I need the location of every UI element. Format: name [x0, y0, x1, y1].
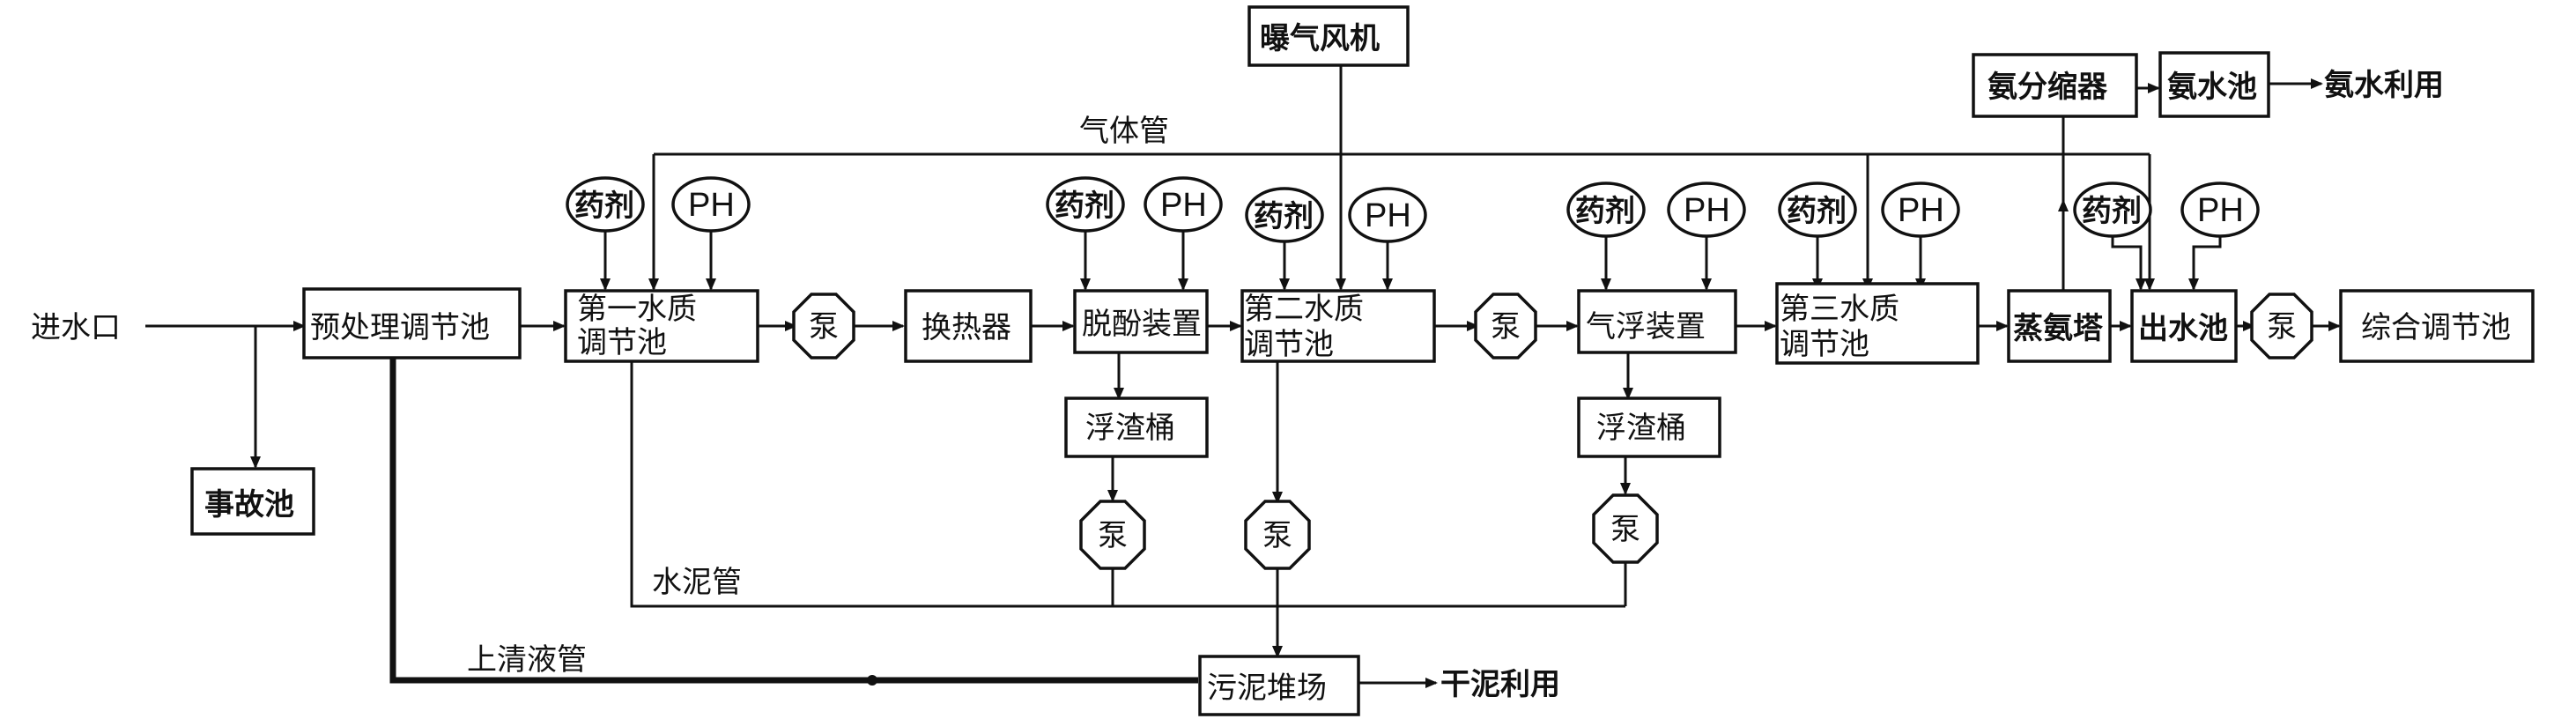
svg-text:药剂: 药剂: [1575, 194, 1635, 229]
outlet-pool-box: [2130, 289, 2238, 363]
wq3-label-1: 第三水质: [1780, 292, 1899, 327]
agent-node-3: 药剂: [1245, 187, 1324, 243]
wq2-label-1: 第二水质: [1244, 292, 1364, 327]
svg-text:泵: 泵: [1610, 512, 1640, 547]
flotation-label: 气浮装置: [1586, 309, 1706, 345]
dephenol-box: [1073, 289, 1209, 354]
dosing-nodes: 药剂 PH 药剂 PH 药剂 PH 药剂 PH 药剂 PH 药剂 PH: [566, 176, 2260, 243]
svg-text:泵: 泵: [1262, 518, 1292, 553]
heat-exchanger-box: [904, 289, 1033, 363]
ammonia-water-pool-box: [2158, 51, 2270, 118]
ph-node-3: PH: [1348, 187, 1427, 243]
pretreatment-label: 预处理调节池: [310, 310, 490, 345]
connector-lines: [145, 63, 2341, 688]
svg-text:药剂: 药剂: [2082, 194, 2142, 229]
ammonia-condenser-box: [1972, 53, 2138, 118]
svg-text:药剂: 药剂: [1055, 189, 1114, 224]
agent-node-1: 药剂: [566, 176, 645, 233]
ammonia-tower-box: [2007, 289, 2112, 363]
comprehensive-box: [2339, 289, 2535, 363]
agent-node-6: 药剂: [2073, 182, 2152, 238]
svg-text:PH: PH: [1365, 197, 1411, 234]
pump-3: 泵: [2250, 293, 2313, 360]
free-labels: 进水口 气体管 水泥管 上清液管 干泥利用 氨水利用: [31, 68, 2444, 702]
svg-text:PH: PH: [1898, 192, 1944, 229]
outlet-pool-label: 出水池: [2138, 311, 2228, 346]
svg-text:泵: 泵: [1491, 309, 1521, 345]
ammonia-tower-label: 蒸氨塔: [2013, 311, 2104, 346]
pump-1: 泵: [792, 293, 855, 360]
svg-text:PH: PH: [1160, 187, 1207, 224]
ammonia-water-pool-label: 氨水池: [2167, 70, 2257, 105]
scum-bucket-2-box: [1577, 397, 1721, 458]
wq1-label-2: 调节池: [577, 325, 667, 360]
process-boxes: 预处理调节池 事故池 第一水质 调节池 换热器 脱酚装置 第二水质 调节池 气浮…: [190, 5, 2535, 716]
scum-bucket-1-box: [1064, 397, 1209, 458]
wq3-box: [1775, 282, 1980, 365]
svg-text:药剂: 药剂: [1787, 194, 1847, 229]
ammonia-use-label: 氨水利用: [2324, 68, 2444, 103]
aeration-fan-box: [1247, 5, 1410, 67]
ph-node-2: PH: [1144, 176, 1223, 233]
pump-4: 泵: [1079, 500, 1146, 570]
ph-node-5: PH: [1881, 182, 1960, 238]
wq2-label-2: 调节池: [1244, 327, 1334, 362]
gas-pipe-label: 气体管: [1079, 114, 1169, 149]
accident-pool-label: 事故池: [204, 487, 294, 523]
pretreatment-box: [302, 287, 522, 360]
dry-sludge-label: 干泥利用: [1440, 667, 1560, 702]
svg-text:PH: PH: [2197, 192, 2244, 229]
svg-text:泵: 泵: [2267, 309, 2297, 345]
ph-node-1: PH: [671, 176, 751, 233]
pumps: 泵 泵 泵 泵 泵 泵: [792, 293, 2313, 570]
ammonia-condenser-label: 氨分缩器: [1988, 70, 2108, 105]
wq3-label-2: 调节池: [1780, 327, 1869, 362]
flotation-box: [1577, 289, 1737, 354]
cement-pipe-label: 水泥管: [652, 565, 742, 600]
wq2-box: [1240, 289, 1436, 363]
svg-text:PH: PH: [1684, 192, 1730, 229]
svg-text:泵: 泵: [1098, 518, 1128, 553]
inlet-label: 进水口: [31, 310, 121, 345]
agent-node-4: 药剂: [1566, 182, 1646, 238]
ph-node-6: PH: [2180, 182, 2260, 238]
scum-bucket-2-label: 浮渣桶: [1596, 411, 1686, 446]
comprehensive-label: 综合调节池: [2361, 310, 2511, 345]
svg-text:药剂: 药剂: [1254, 199, 1314, 234]
pump-2: 泵: [1474, 293, 1537, 360]
agent-node-5: 药剂: [1778, 182, 1857, 238]
ph-node-4: PH: [1667, 182, 1746, 238]
agent-node-2: 药剂: [1046, 176, 1125, 233]
sludge-yard-box: [1198, 655, 1360, 716]
sludge-yard-label: 污泥堆场: [1207, 671, 1327, 706]
scum-bucket-1-label: 浮渣桶: [1085, 411, 1175, 446]
aeration-fan-label: 曝气风机: [1260, 21, 1380, 56]
svg-text:泵: 泵: [809, 309, 839, 345]
supernatant-pipe-label: 上清液管: [467, 642, 587, 678]
dephenol-label: 脱酚装置: [1082, 307, 1202, 342]
heat-exchanger-label: 换热器: [922, 310, 1011, 345]
pump-5: 泵: [1244, 500, 1311, 570]
pump-6: 泵: [1592, 493, 1659, 564]
wq1-box: [564, 289, 759, 363]
wq1-label-1: 第一水质: [577, 292, 697, 327]
svg-text:药剂: 药剂: [574, 189, 634, 224]
svg-text:PH: PH: [688, 187, 735, 224]
accident-pool-box: [190, 467, 315, 536]
